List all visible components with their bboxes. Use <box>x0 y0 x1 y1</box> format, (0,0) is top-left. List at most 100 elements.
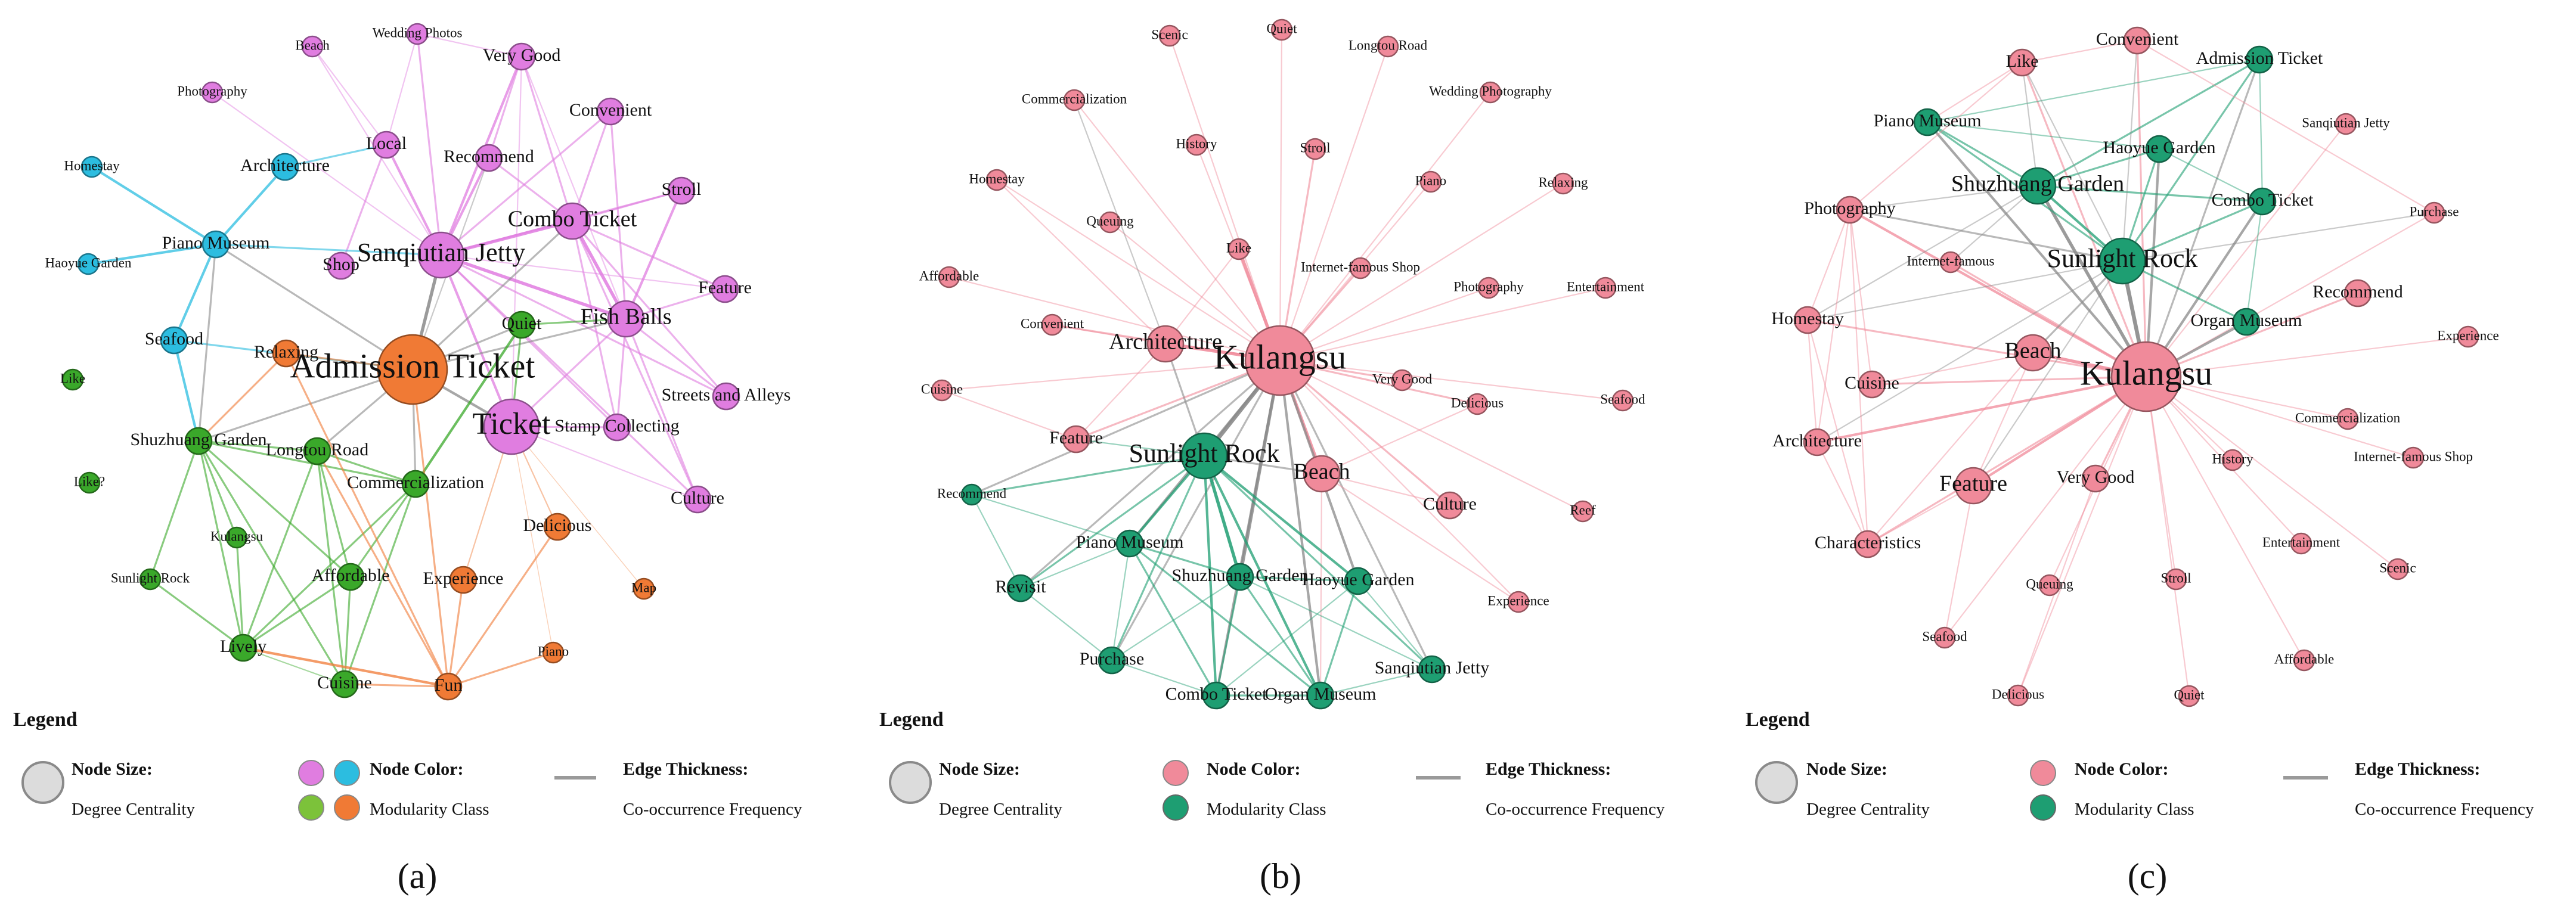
node-like[interactable]: Like <box>60 368 85 391</box>
node-homestay[interactable]: Homestay <box>969 169 1025 191</box>
node-piano_museum[interactable]: Piano Museum <box>1874 108 1982 136</box>
node-scenic[interactable]: Scenic <box>2379 558 2416 580</box>
node-stroll[interactable]: Stroll <box>2160 568 2191 591</box>
node-like[interactable]: Like <box>1226 238 1251 260</box>
node-feature[interactable]: Feature <box>698 275 752 303</box>
node-entertainment[interactable]: Entertainment <box>1567 277 1645 299</box>
node-seafood[interactable]: Seafood <box>1600 389 1645 412</box>
node-beach[interactable]: Beach <box>1294 455 1350 493</box>
node-photography[interactable]: Photography <box>1804 195 1896 224</box>
node-commercialization[interactable]: Commercialization <box>347 470 484 498</box>
node-longtou[interactable]: Longtou Road <box>1349 35 1428 58</box>
node-affordable[interactable]: Affordable <box>311 563 390 591</box>
node-ticket[interactable]: Ticket <box>473 398 551 455</box>
node-characteristics[interactable]: Characteristics <box>1815 530 1921 558</box>
node-haoyue[interactable]: Haoyue Garden <box>45 253 132 275</box>
node-experience[interactable]: Experience <box>2437 325 2499 348</box>
node-organ[interactable]: Organ Museum <box>1265 681 1377 710</box>
node-kulangsu[interactable]: Kulangsu <box>210 526 264 549</box>
node-shop[interactable]: Internet-famous Shop <box>1301 257 1420 280</box>
node-stroll[interactable]: Stroll <box>662 176 702 205</box>
node-history[interactable]: History <box>1176 133 1218 156</box>
node-quiet[interactable]: Quiet <box>1266 18 1297 41</box>
node-convenient[interactable]: Convenient <box>1021 313 1084 336</box>
node-cuisine[interactable]: Cuisine <box>921 379 963 402</box>
node-organ[interactable]: Organ Museum <box>2191 308 2302 336</box>
node-local[interactable]: Local <box>366 131 407 159</box>
node-like[interactable]: Like <box>2006 48 2039 77</box>
node-relaxing[interactable]: Relaxing <box>1538 172 1588 195</box>
node-entertainment[interactable]: Entertainment <box>2262 532 2341 555</box>
node-experience[interactable]: Experience <box>1487 591 1549 613</box>
node-piano[interactable]: Piano <box>1415 170 1446 193</box>
node-kulangsu[interactable]: Kulangsu <box>1214 325 1346 396</box>
node-combo[interactable]: Combo Ticket <box>508 202 637 240</box>
node-recommend[interactable]: Recommend <box>2312 279 2403 308</box>
node-delicious[interactable]: Delicious <box>1992 684 2044 707</box>
node-scenic[interactable]: Scenic <box>1151 24 1188 47</box>
node-wedding[interactable]: Wedding Photography <box>1429 81 1552 104</box>
node-revisit[interactable]: Revisit <box>995 574 1046 603</box>
node-fun[interactable]: Fun <box>435 672 463 701</box>
node-combo[interactable]: Combo Ticket <box>2212 187 2314 216</box>
node-homestay[interactable]: Homestay <box>64 156 120 178</box>
node-culture[interactable]: Culture <box>671 485 724 514</box>
node-queuing[interactable]: Queuing <box>1086 211 1134 234</box>
node-purchase[interactable]: Purchase <box>2409 201 2459 224</box>
node-haoyue[interactable]: Haoyue Garden <box>1301 567 1415 595</box>
node-combo[interactable]: Combo Ticket <box>1165 681 1268 710</box>
node-recommend[interactable]: Recommend <box>444 144 534 172</box>
node-admission[interactable]: Admission Ticket <box>2196 45 2323 74</box>
node-photography[interactable]: Photography <box>1453 277 1524 299</box>
node-feature[interactable]: Feature <box>1049 425 1103 454</box>
node-queuing[interactable]: Queuing <box>2026 574 2073 597</box>
node-affordable[interactable]: Affordable <box>2274 649 2334 672</box>
node-sunlight[interactable]: Sunlight Rock <box>2047 237 2198 285</box>
node-sanqiutian[interactable]: Sanqiutian Jetty <box>1375 655 1489 684</box>
node-internet[interactable]: Internet-famous <box>1907 251 1995 274</box>
node-history[interactable]: History <box>2212 449 2254 471</box>
node-lively[interactable]: Lively <box>220 633 266 662</box>
node-cuisine[interactable]: Cuisine <box>1845 370 1899 399</box>
node-recommend[interactable]: Recommend <box>937 483 1007 506</box>
node-sanqiutian[interactable]: Sanqiutian Jetty <box>2302 113 2390 135</box>
node-piano_museum[interactable]: Piano Museum <box>162 230 270 259</box>
node-piano[interactable]: Piano <box>538 641 569 664</box>
node-verygood[interactable]: Very Good <box>483 42 561 71</box>
node-architecture[interactable]: Architecture <box>240 153 330 181</box>
node-stroll[interactable]: Stroll <box>1300 138 1331 160</box>
node-delicious[interactable]: Delicious <box>523 513 592 541</box>
node-sunlight[interactable]: Sunlight Rock <box>111 568 190 591</box>
node-shop[interactable]: Shop <box>323 251 359 280</box>
node-feature[interactable]: Feature <box>1939 467 2007 505</box>
node-shuzhuang[interactable]: Shuzhuang Garden <box>1171 563 1309 591</box>
node-quiet[interactable]: Quiet <box>2174 685 2205 707</box>
node-kulangsu[interactable]: Kulangsu <box>2080 341 2212 412</box>
node-reef[interactable]: Reef <box>1570 500 1596 523</box>
node-cuisine[interactable]: Cuisine <box>317 670 372 698</box>
node-homestay[interactable]: Homestay <box>1771 306 1844 334</box>
node-stamp[interactable]: Stamp Collecting <box>554 413 680 442</box>
node-verygood[interactable]: Very Good <box>1372 369 1433 392</box>
node-commercialization[interactable]: Commercialization <box>1022 89 1127 111</box>
node-sanqiutian[interactable]: Sanqiutian Jetty <box>357 231 525 279</box>
node-commercialization[interactable]: Commercialization <box>2295 408 2401 430</box>
node-like2[interactable]: Like? <box>74 471 105 494</box>
node-sunlight[interactable]: Sunlight Rock <box>1129 432 1280 480</box>
node-quiet[interactable]: Quiet <box>502 310 542 339</box>
node-experience[interactable]: Experience <box>423 566 504 594</box>
node-convenient[interactable]: Convenient <box>569 97 652 126</box>
node-relaxing[interactable]: Relaxing <box>254 339 318 368</box>
node-shuzhuang[interactable]: Shuzhuang Garden <box>1951 167 2124 205</box>
node-culture[interactable]: Culture <box>1423 491 1477 520</box>
node-convenient[interactable]: Convenient <box>2096 26 2179 55</box>
node-wedding[interactable]: Wedding Photos <box>373 23 463 45</box>
node-architecture[interactable]: Architecture <box>1109 325 1222 363</box>
node-beach[interactable]: Beach <box>295 35 330 58</box>
node-map[interactable]: Map <box>631 577 656 600</box>
node-verygood[interactable]: Very Good <box>2057 464 2135 493</box>
node-shuzhuang[interactable]: Shuzhuang Garden <box>130 427 267 455</box>
node-piano_museum[interactable]: Piano Museum <box>1076 529 1184 558</box>
node-internetshop[interactable]: Internet-famous Shop <box>2354 446 2473 469</box>
node-haoyue[interactable]: Haoyue Garden <box>2103 135 2216 163</box>
